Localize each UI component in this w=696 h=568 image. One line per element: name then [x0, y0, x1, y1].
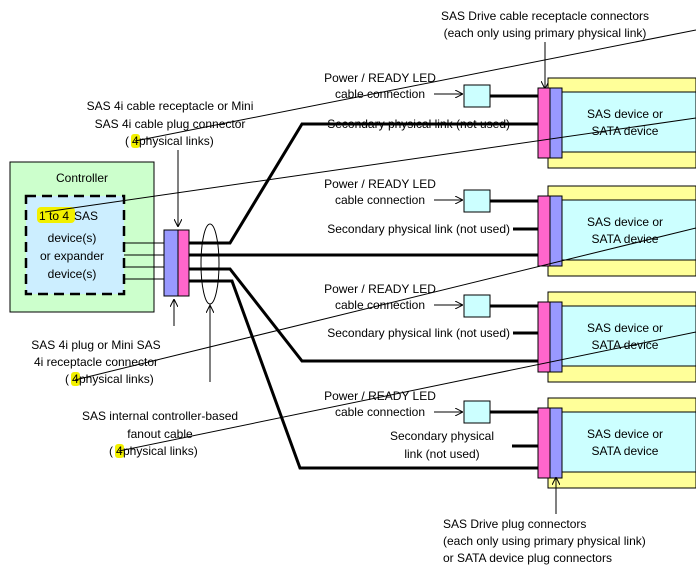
- fanout-label-1: SAS internal controller-based: [82, 409, 238, 423]
- device-label-1: SAS device or: [587, 321, 663, 335]
- drive-connector-blue: [549, 87, 563, 159]
- cable-receptacle-label-1: SAS 4i cable receptacle or Mini: [87, 99, 254, 113]
- fanout-cable-wires: [189, 122, 538, 470]
- plug-label-3-num: 4: [72, 372, 79, 386]
- power-label-2: cable connection: [335, 193, 425, 207]
- power-label-2: cable connection: [335, 87, 425, 101]
- fanout-cable-ring: [200, 223, 220, 305]
- device-box: [561, 91, 696, 153]
- power-label-1: Power / READY LED: [324, 282, 436, 296]
- device-box: [561, 411, 696, 473]
- controller-inner-line-3: or expander: [40, 249, 104, 263]
- top-receptacle-label-2: (each only using primary physical link): [444, 26, 647, 40]
- device-label-2: SATA device: [592, 338, 659, 352]
- plug-label-1: SAS 4i plug or Mini SAS: [31, 338, 160, 352]
- power-connector-box: [463, 84, 491, 108]
- drive-connector-pink: [537, 87, 551, 159]
- plug-label-2: 4i receptacle connector: [34, 355, 158, 369]
- device-label-1: SAS device or: [587, 427, 663, 441]
- device-label-1: SAS device or: [587, 215, 663, 229]
- secondary-label-2: link (not used): [404, 447, 479, 461]
- callout-lines: [44, 29, 696, 452]
- device-label-1: SAS device or: [587, 107, 663, 121]
- power-connector-box: [463, 294, 491, 318]
- drive-connector-pink: [537, 195, 551, 267]
- top-receptacle-label-1: SAS Drive cable receptacle connectors: [441, 9, 649, 23]
- device-label-2: SATA device: [592, 124, 659, 138]
- drive-connector-pink: [537, 407, 551, 479]
- drive-connector-blue: [549, 301, 563, 373]
- fanout-label-3-open: (: [109, 444, 113, 458]
- fanout-label-2: fanout cable: [127, 427, 193, 441]
- device-box: [561, 305, 696, 367]
- drive-connector-blue: [549, 195, 563, 267]
- secondary-label: Secondary physical link (not used): [327, 117, 510, 131]
- bottom-label-2: (each only using primary physical link): [443, 534, 646, 548]
- cable-receptacle-label-3-open: (: [125, 134, 129, 148]
- plug-label-3-open: (: [65, 372, 69, 386]
- controller-inner-line-1: SAS: [74, 209, 98, 223]
- bottom-label-3: or SATA device plug connectors: [443, 551, 612, 565]
- drive-connector-pink: [537, 301, 551, 373]
- controller-title: Controller: [56, 171, 108, 185]
- plug-label-3-rest: physical links): [79, 372, 154, 386]
- controller-connector-pink: [177, 229, 190, 297]
- secondary-label: Secondary physical link (not used): [327, 326, 510, 340]
- power-label-1: Power / READY LED: [324, 177, 436, 191]
- cable-receptacle-label-3-rest: physical links): [139, 134, 214, 148]
- highlight-mark: [71, 372, 80, 386]
- power-connector-box: [463, 189, 491, 213]
- controller-inner-line-4: device(s): [48, 267, 97, 281]
- drive-connector-blue: [549, 407, 563, 479]
- power-connector-box: [463, 400, 491, 424]
- cable-receptacle-label-2: SAS 4i cable plug connector: [95, 117, 246, 131]
- internal-links: [124, 242, 164, 280]
- device-label-2: SATA device: [592, 232, 659, 246]
- power-label-2: cable connection: [335, 405, 425, 419]
- device-box: [561, 199, 696, 261]
- controller-inner-highlight: 1 to 4: [39, 209, 69, 223]
- bottom-label-1: SAS Drive plug connectors: [443, 517, 586, 531]
- power-label-1: Power / READY LED: [324, 389, 436, 403]
- secondary-label-1: Secondary physical: [390, 429, 494, 443]
- fanout-label-3-rest: physical links): [123, 444, 198, 458]
- controller-inner-line-2: device(s): [48, 231, 97, 245]
- power-label-1: Power / READY LED: [324, 71, 436, 85]
- highlight-mark: [37, 207, 75, 223]
- secondary-label: Secondary physical link (not used): [327, 222, 510, 236]
- controller-connector-blue: [163, 229, 179, 297]
- device-label-2: SATA device: [592, 444, 659, 458]
